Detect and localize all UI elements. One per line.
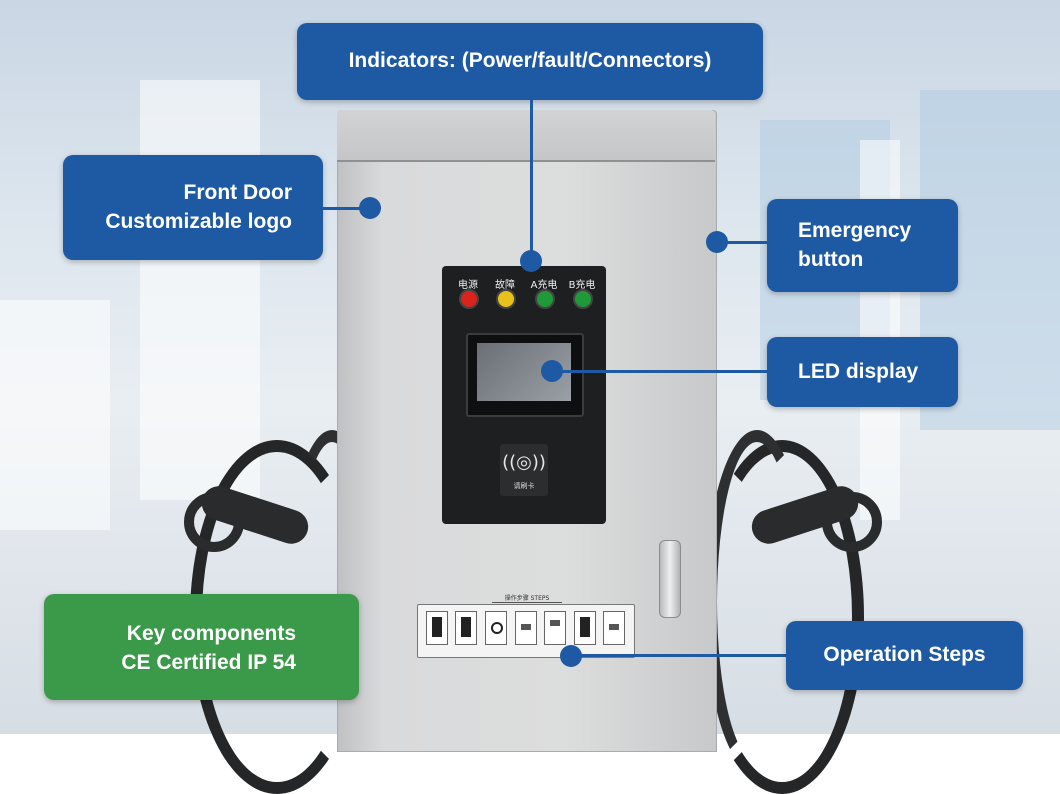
front-door-marker-dot [359, 197, 381, 219]
b-charging-indicator-lamp [573, 289, 593, 309]
operation-steps-callout: Operation Steps [786, 621, 1023, 690]
fault-indicator-lamp [496, 289, 516, 309]
rfid-label: 请刷卡 [513, 482, 535, 490]
indicators-callout-text: Indicators: (Power/fault/Connectors) [348, 49, 712, 72]
rfid-card-reader[interactable] [500, 444, 548, 496]
cabinet-top-cover [337, 110, 715, 162]
operation-steps-callout-text: Operation Steps [823, 643, 986, 666]
emergency-marker-dot [706, 231, 728, 253]
indicators-marker-dot [520, 250, 542, 272]
key-components-callout-line1: Key components [126, 622, 296, 645]
front-door-callout-line1: Front Door [183, 181, 292, 204]
background-pillar [860, 140, 900, 520]
power-indicator-lamp [459, 289, 479, 309]
right-cable-loop [705, 430, 809, 774]
a-charging-indicator-lamp [535, 289, 555, 309]
emergency-callout-line1: Emergency [798, 219, 912, 242]
emergency-leader-line [718, 241, 767, 244]
right-connector-handle [822, 492, 882, 552]
step-icon [603, 611, 625, 645]
operation-steps-marker-dot [560, 645, 582, 667]
operation-steps-leader-line [572, 654, 786, 657]
indicator-label-b-charging: B充电 [568, 280, 596, 291]
background-pillar [0, 300, 110, 530]
indicators-callout: Indicators: (Power/fault/Connectors) [297, 23, 763, 100]
led-display-leader-line [553, 370, 767, 373]
rfid-icon: ((◎)) [502, 452, 546, 473]
emergency-callout-line2: button [798, 248, 864, 271]
led-display-callout-text: LED display [798, 360, 919, 383]
step-icon [485, 611, 507, 645]
background-pillar [140, 80, 260, 500]
key-components-callout-line2: CE Certified IP 54 [121, 651, 296, 674]
step-icon [515, 611, 537, 645]
indicator-label-power: 电源 [458, 280, 478, 291]
step-icon [426, 611, 448, 645]
door-lock-handle[interactable] [659, 540, 681, 618]
steps-header: 操作步骤 STEPS [492, 593, 562, 603]
front-door-callout: Front Door Customizable logo [63, 155, 323, 260]
step-icon [544, 611, 566, 645]
front-door-leader-line [323, 207, 371, 210]
emergency-callout: Emergency button [767, 199, 958, 292]
step-icon [455, 611, 477, 645]
indicators-leader-line [530, 100, 533, 260]
key-components-callout: Key components CE Certified IP 54 [44, 594, 359, 700]
indicator-label-a-charging: A充电 [530, 280, 558, 291]
indicator-label-fault: 故障 [495, 280, 515, 291]
led-display-callout: LED display [767, 337, 958, 407]
left-connector-handle [184, 492, 244, 552]
front-door-callout-line2: Customizable logo [105, 210, 292, 233]
step-icon [574, 611, 596, 645]
led-display-marker-dot [541, 360, 563, 382]
